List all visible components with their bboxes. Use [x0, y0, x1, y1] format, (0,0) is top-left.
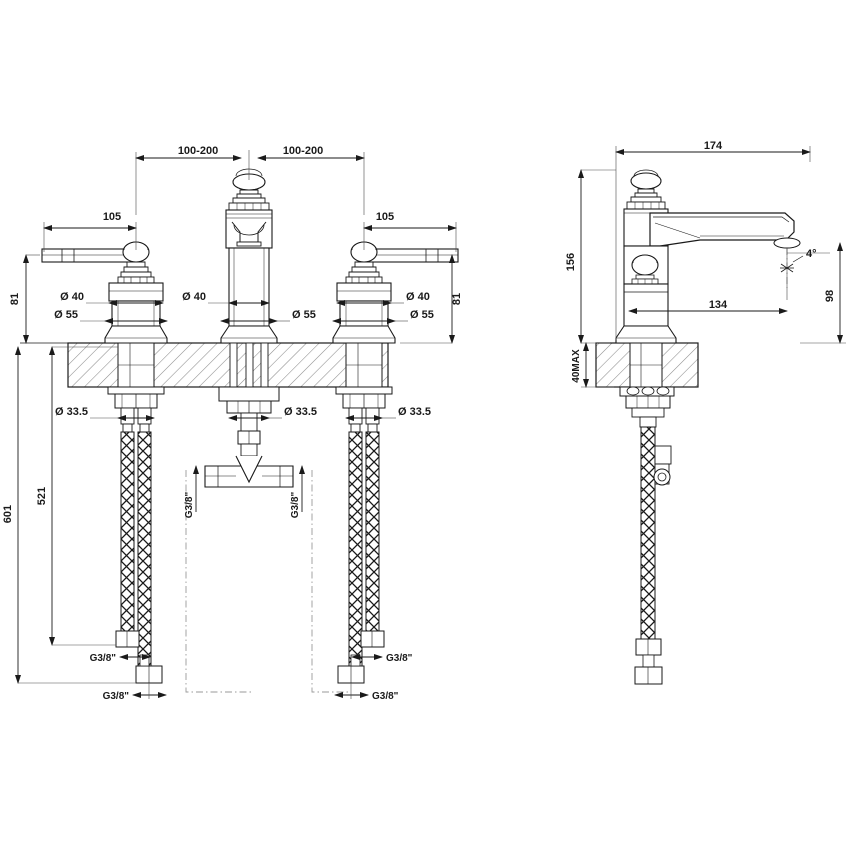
right-handle-assembly: [332, 241, 459, 684]
side-top-cap: [626, 169, 666, 210]
label-thread-left-lower: G3/8": [103, 691, 130, 702]
label-overall-drop: 601: [2, 505, 14, 523]
dim-overall-drop: [15, 346, 136, 684]
left-hose-end-fittings: [115, 630, 163, 684]
label-dia40-center: Ø 40: [182, 291, 206, 303]
label-height-right: 81: [451, 293, 463, 305]
label-height-left: 81: [9, 293, 21, 305]
label-deck-thickness: 40MAX: [571, 349, 582, 383]
label-thread-tee-left: G3/8": [184, 492, 195, 519]
label-dia40-left: Ø 40: [60, 291, 84, 303]
label-spout-reach-inner: 134: [709, 299, 728, 311]
left-hose-top-fittings: [120, 407, 152, 433]
label-lever-left: 105: [103, 211, 121, 223]
label-dia335-left: Ø 33.5: [55, 406, 88, 418]
label-thread-right-lower: G3/8": [372, 691, 399, 702]
dim-thread-right-lower: [334, 683, 369, 699]
side-column: [615, 283, 677, 344]
front-elevation-view: 100-200 100-200 105 105 81 81 Ø 40 Ø 55 …: [2, 145, 463, 702]
label-dia55-center: Ø 55: [292, 309, 316, 321]
label-thread-tee-right: G3/8": [290, 492, 301, 519]
right-lever-arm: [365, 248, 459, 263]
side-dimension-labels: 174 156 98 134 40MAX 4°: [565, 140, 836, 383]
label-outlet-angle: 4°: [806, 248, 817, 260]
dim-lever-right: [363, 222, 457, 252]
label-dia335-center: Ø 33.5: [284, 406, 317, 418]
right-body: [332, 282, 396, 344]
label-dia55-right: Ø 55: [410, 309, 434, 321]
front-dimension-labels: 100-200 100-200 105 105 81 81 Ø 40 Ø 55 …: [2, 145, 463, 702]
dim-hose-drop: [49, 346, 118, 646]
front-dimension-lines: [15, 150, 457, 699]
dim-height-left: [23, 254, 40, 344]
right-shank: [345, 342, 383, 388]
right-hose-top-fittings: [348, 407, 380, 433]
right-fixing-nut: [335, 386, 393, 409]
side-braided-hose: [640, 426, 672, 640]
center-stem: [237, 412, 261, 457]
dim-dia-left: [80, 300, 168, 324]
left-shank: [117, 342, 155, 388]
label-lever-right: 105: [376, 211, 394, 223]
side-shank: [629, 342, 663, 388]
dim-height-spout: [800, 242, 846, 344]
label-spout-reach-total: 174: [704, 140, 723, 152]
tee-routing-dashed: [185, 470, 348, 693]
center-top-cap: [228, 168, 270, 211]
label-spread-right: 100-200: [283, 145, 323, 157]
dim-outlet-angle: [780, 248, 804, 288]
right-hose-end-fittings: [337, 630, 385, 684]
label-dia40-right: Ø 40: [406, 291, 430, 303]
side-fixing-nuts: [619, 386, 675, 428]
side-spout-arm: [649, 212, 801, 249]
side-elevation-view: 174 156 98 134 40MAX 4°: [565, 140, 846, 685]
label-dia55-left: Ø 55: [54, 309, 78, 321]
center-spout-assembly: [185, 168, 348, 693]
dim-height-right: [400, 254, 455, 344]
side-handle-knob: [623, 245, 669, 285]
tee-fitting: [204, 455, 294, 488]
right-handle-collars: [345, 261, 383, 284]
label-height-spout: 98: [824, 290, 836, 302]
side-dimension-lines: [578, 146, 846, 388]
left-handle-collars: [117, 261, 155, 284]
center-fixing-nut: [218, 386, 280, 414]
dim-dia-right: [332, 300, 408, 324]
label-height-total: 156: [565, 253, 577, 271]
left-lever-arm: [41, 248, 135, 263]
side-hose-end-fittings: [634, 638, 663, 685]
center-shank: [229, 342, 269, 388]
dim-dia-center: [208, 300, 290, 324]
label-hose-drop: 521: [36, 487, 48, 505]
dim-thread-left-lower: [132, 683, 167, 699]
countertop-slab: [20, 342, 389, 388]
dim-lever-left: [43, 222, 137, 252]
label-spread-left: 100-200: [178, 145, 218, 157]
label-dia335-right: Ø 33.5: [398, 406, 431, 418]
label-thread-left-upper: G3/8": [90, 653, 117, 664]
left-body: [104, 282, 168, 344]
label-thread-right-upper: G3/8": [386, 653, 413, 664]
left-fixing-nut: [107, 386, 165, 409]
center-outlet-housing: [225, 209, 273, 249]
center-column: [220, 247, 278, 344]
